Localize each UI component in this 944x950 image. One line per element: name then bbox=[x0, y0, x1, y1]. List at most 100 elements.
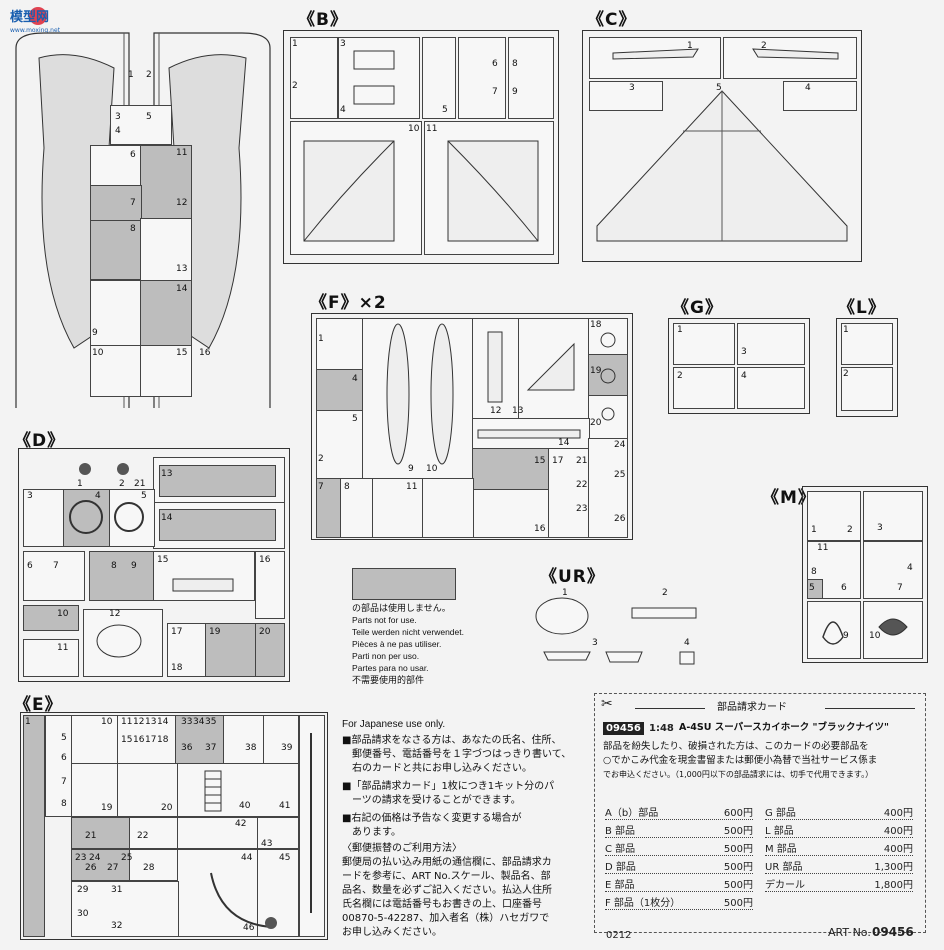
notice-line: 郵便番号、電話番号を１字づつはっきり書いて、 bbox=[342, 749, 572, 760]
part-number: 2 bbox=[318, 454, 324, 464]
part-number: 14 bbox=[157, 717, 169, 727]
part-number: 17 bbox=[171, 627, 183, 637]
part-number: 2 bbox=[843, 369, 849, 379]
part-number: 12 bbox=[176, 198, 188, 208]
part-number: 10 bbox=[92, 348, 104, 358]
part-number: 4 bbox=[95, 491, 101, 501]
part-number: 20 bbox=[590, 418, 602, 428]
part-number: 42 bbox=[235, 819, 247, 829]
sprue-b-cell bbox=[458, 37, 506, 119]
price-value: 500円 bbox=[723, 826, 753, 837]
sprue-d-cell bbox=[23, 639, 79, 677]
part-number: 12 bbox=[109, 609, 121, 619]
part-number: 45 bbox=[279, 853, 291, 863]
price-value: 1,800円 bbox=[874, 880, 913, 891]
price-part: A（b）部品 bbox=[605, 808, 659, 819]
sprue-d-cell bbox=[23, 489, 65, 547]
sprue-g-cell bbox=[737, 323, 805, 365]
price-value: 500円 bbox=[723, 898, 753, 909]
part-number: 40 bbox=[239, 801, 251, 811]
scissors-icon: ✂ bbox=[601, 696, 613, 712]
sprue-e-cell bbox=[71, 817, 131, 849]
divider bbox=[825, 708, 915, 709]
part-number: 14 bbox=[161, 513, 173, 523]
part-number: 4 bbox=[741, 371, 747, 381]
sprue-m-cell bbox=[807, 601, 861, 659]
sprue-e-cell bbox=[71, 715, 119, 765]
price-row: D 部品 500円 bbox=[605, 858, 753, 874]
part-number: 13 bbox=[145, 717, 157, 727]
sprue-f-cell bbox=[472, 448, 550, 490]
sprue-m-cell bbox=[807, 579, 823, 599]
sprue-d-cell bbox=[255, 623, 285, 677]
price-value: 400円 bbox=[883, 808, 913, 819]
price-part: L 部品 bbox=[765, 826, 794, 837]
part-number: 26 bbox=[614, 514, 626, 524]
sprue-g-cell bbox=[673, 323, 735, 365]
part-number: 32 bbox=[111, 921, 123, 931]
price-row: F 部品（1枚分）500円 bbox=[605, 894, 753, 910]
sprue-e-drawings bbox=[204, 733, 312, 929]
part-number: 6 bbox=[130, 150, 136, 160]
order-card-scale: 1:48 bbox=[649, 723, 674, 734]
price-part: G 部品 bbox=[765, 808, 796, 819]
part-number: 19 bbox=[590, 366, 602, 376]
sprue-g: 1 3 2 4 bbox=[668, 318, 810, 414]
part-number: 1 bbox=[843, 325, 849, 335]
sprue-e: 1 5 6 7 8 10 11 12 13 14 15 16 17 18 19 … bbox=[20, 712, 328, 940]
part-number: 2 bbox=[847, 525, 853, 535]
part-number: 24 bbox=[89, 853, 101, 863]
sprue-e-cell bbox=[71, 763, 119, 817]
notice-line: 右のカードと共にお申し込みください。 bbox=[342, 763, 532, 774]
part-number: 14 bbox=[558, 438, 570, 448]
part-number: 8 bbox=[512, 59, 518, 69]
part-number: 2 bbox=[119, 479, 125, 489]
sprue-f-cell bbox=[316, 369, 364, 411]
order-card-title: 部品請求カード bbox=[717, 702, 787, 713]
notice-line: 品名、数量を必ずご記入ください。払込人住所 bbox=[342, 885, 552, 896]
sprue-e-cell bbox=[129, 817, 179, 849]
sprue-d-cell bbox=[255, 551, 285, 619]
sprue-g-cell bbox=[673, 367, 735, 409]
sprue-l-cell bbox=[841, 367, 893, 411]
part-number: 12 bbox=[133, 717, 145, 727]
price-value: 500円 bbox=[723, 862, 753, 873]
part-number: 8 bbox=[111, 561, 117, 571]
part-number: 6 bbox=[27, 561, 33, 571]
part-number: 16 bbox=[534, 524, 546, 534]
price-part: E 部品 bbox=[605, 880, 635, 891]
sprue-e-cell bbox=[71, 881, 179, 937]
sprue-f-cell bbox=[548, 448, 590, 538]
sprue-b-cell bbox=[290, 37, 338, 119]
price-part: M 部品 bbox=[765, 844, 797, 855]
sprue-m: 1 2 3 4 5 6 7 8 9 10 11 bbox=[802, 486, 928, 663]
sprue-d-cell bbox=[167, 623, 207, 677]
part-number: 1 bbox=[292, 39, 298, 49]
price-part: C 部品 bbox=[605, 844, 636, 855]
sprue-a-cell bbox=[140, 218, 192, 282]
price-part: D 部品 bbox=[605, 862, 636, 873]
notice-line: ■右記の価格は予告なく変更する場合が bbox=[342, 813, 522, 824]
sprue-d-drawings bbox=[69, 463, 234, 658]
sprue-d: 1 2 21 3 4 5 6 7 8 9 10 11 12 13 14 15 1… bbox=[18, 448, 290, 682]
part-number: 16 bbox=[259, 555, 271, 565]
section-label-f: 《F》×2 bbox=[310, 293, 387, 313]
part-number: 23 bbox=[576, 504, 588, 514]
part-number: 18 bbox=[590, 320, 602, 330]
sprue-d-cell bbox=[153, 551, 255, 601]
part-number: 19 bbox=[101, 803, 113, 813]
divider bbox=[635, 708, 705, 709]
part-number: 31 bbox=[111, 885, 123, 895]
order-card-product: A-4SU スーパースカイホーク "ブラックナイツ" bbox=[679, 722, 889, 733]
sprue-c-cell bbox=[783, 81, 857, 111]
order-card-desc: 部品を紛失したり、破損された方は、このカードの必要部品を bbox=[603, 741, 869, 752]
sprue-b-cell bbox=[508, 37, 554, 119]
part-number: 17 bbox=[145, 735, 157, 745]
part-number: 15 bbox=[176, 348, 188, 358]
part-number: 11 bbox=[426, 124, 438, 134]
notice-line: 〈郵便振替のご利用方法〉 bbox=[342, 843, 462, 854]
part-number: 7 bbox=[53, 561, 59, 571]
legend-line: の部品は使用しません。 bbox=[352, 603, 451, 613]
